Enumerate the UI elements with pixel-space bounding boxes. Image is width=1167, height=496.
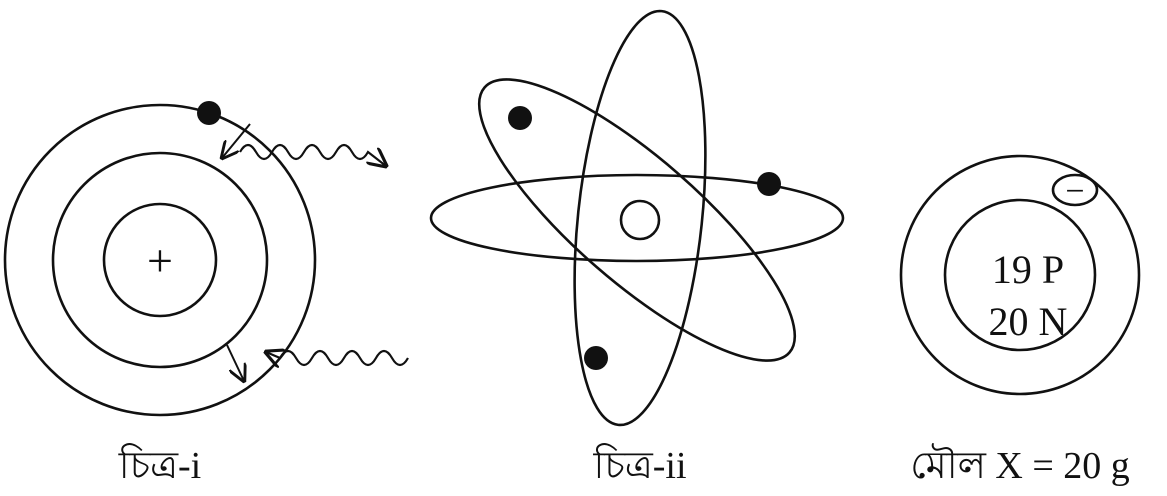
transition-arrow-outward	[226, 344, 244, 381]
electron	[584, 346, 608, 370]
orbit-near-vertical	[573, 9, 707, 427]
figure-3-element-x: − 19 P 20 N	[899, 154, 1141, 396]
electron	[197, 101, 221, 125]
orbit-horizontal	[429, 173, 845, 263]
proton-count-label: 19 P	[992, 247, 1064, 292]
electron-shell	[899, 154, 1141, 396]
orbit-middle	[51, 151, 269, 369]
electron	[508, 106, 532, 130]
nucleus-boundary	[943, 198, 1097, 352]
figure-2-caption: চিত্র-ii	[592, 443, 686, 487]
figure-1-bohr-model: +	[3, 101, 409, 417]
figure-2-rutherford-model	[429, 9, 845, 427]
emitted-photon-wave	[239, 143, 386, 166]
orbit-tilted	[477, 78, 797, 362]
transition-arrow-inward	[222, 123, 251, 158]
figure-3-caption: মৌল X = 20 g	[910, 443, 1130, 487]
nucleus	[619, 199, 661, 241]
orbit-outer	[3, 103, 317, 417]
electron-minus-sign: −	[1065, 173, 1084, 210]
absorbed-photon-wave	[266, 351, 409, 365]
electron	[757, 172, 781, 196]
figure-1-caption: চিত্র-i	[118, 443, 202, 487]
electron-badge	[1051, 173, 1099, 207]
orbit-inner	[102, 202, 218, 318]
nucleus-plus-sign: +	[147, 235, 173, 286]
neutron-count-label: 20 N	[989, 299, 1068, 344]
